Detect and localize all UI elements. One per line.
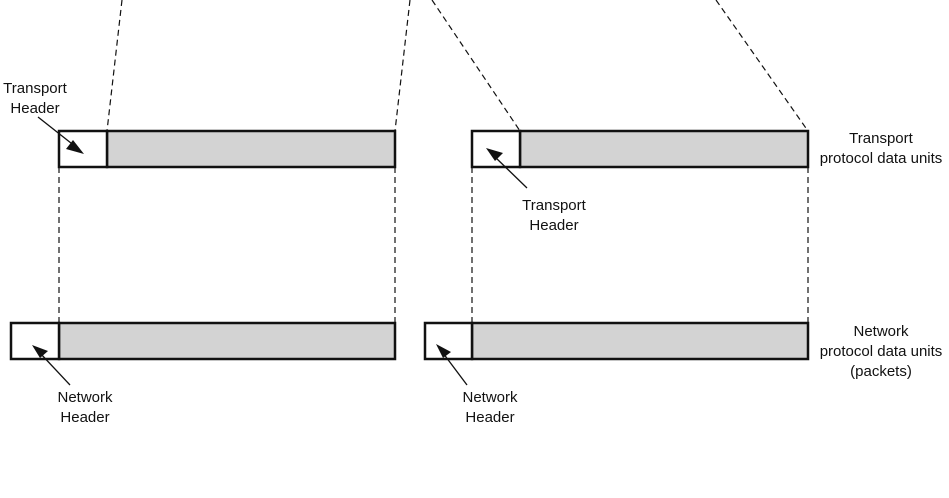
label-line: Header [529, 217, 578, 234]
top-dash-4 [715, 0, 809, 132]
label-line: Network [853, 323, 909, 340]
network-header-box-left [9, 321, 61, 361]
network-payload-right [470, 321, 810, 361]
top-dash-3 [431, 0, 521, 132]
network-pdu-right [423, 321, 810, 361]
vertical-dashed-lines [58, 167, 809, 323]
transport-payload-left [105, 129, 397, 169]
transport-header-box-right [470, 129, 522, 169]
label-line: Transport [849, 130, 913, 147]
top-dash-1 [106, 0, 123, 132]
network-pdu-left [9, 321, 397, 361]
transport-pdu-label: Transport protocol data units [820, 130, 943, 167]
label-line: Header [10, 100, 59, 117]
arrow-transport-header-right [486, 148, 528, 189]
label-line: Header [465, 409, 514, 426]
label-line: protocol data units [820, 150, 943, 167]
top-dashed-lines [106, 0, 809, 132]
label-line: Network [462, 389, 518, 406]
arrow-transport-header-left [37, 116, 84, 154]
network-pdu-label: Network protocol data units (packets) [820, 323, 943, 380]
label-line: Transport [3, 80, 67, 97]
label-line: (packets) [850, 363, 912, 380]
top-dash-2 [394, 0, 411, 132]
label-line: Transport [522, 197, 586, 214]
transport-pdu-left [57, 129, 397, 169]
label-line: Network [57, 389, 113, 406]
arrow-network-header-right [436, 344, 468, 386]
label-line: Header [60, 409, 109, 426]
label-line: protocol data units [820, 343, 943, 360]
transport-payload-right [518, 129, 810, 169]
arrow-network-header-left [32, 345, 71, 386]
transport-pdu-right [470, 129, 810, 169]
network-payload-left [57, 321, 397, 361]
